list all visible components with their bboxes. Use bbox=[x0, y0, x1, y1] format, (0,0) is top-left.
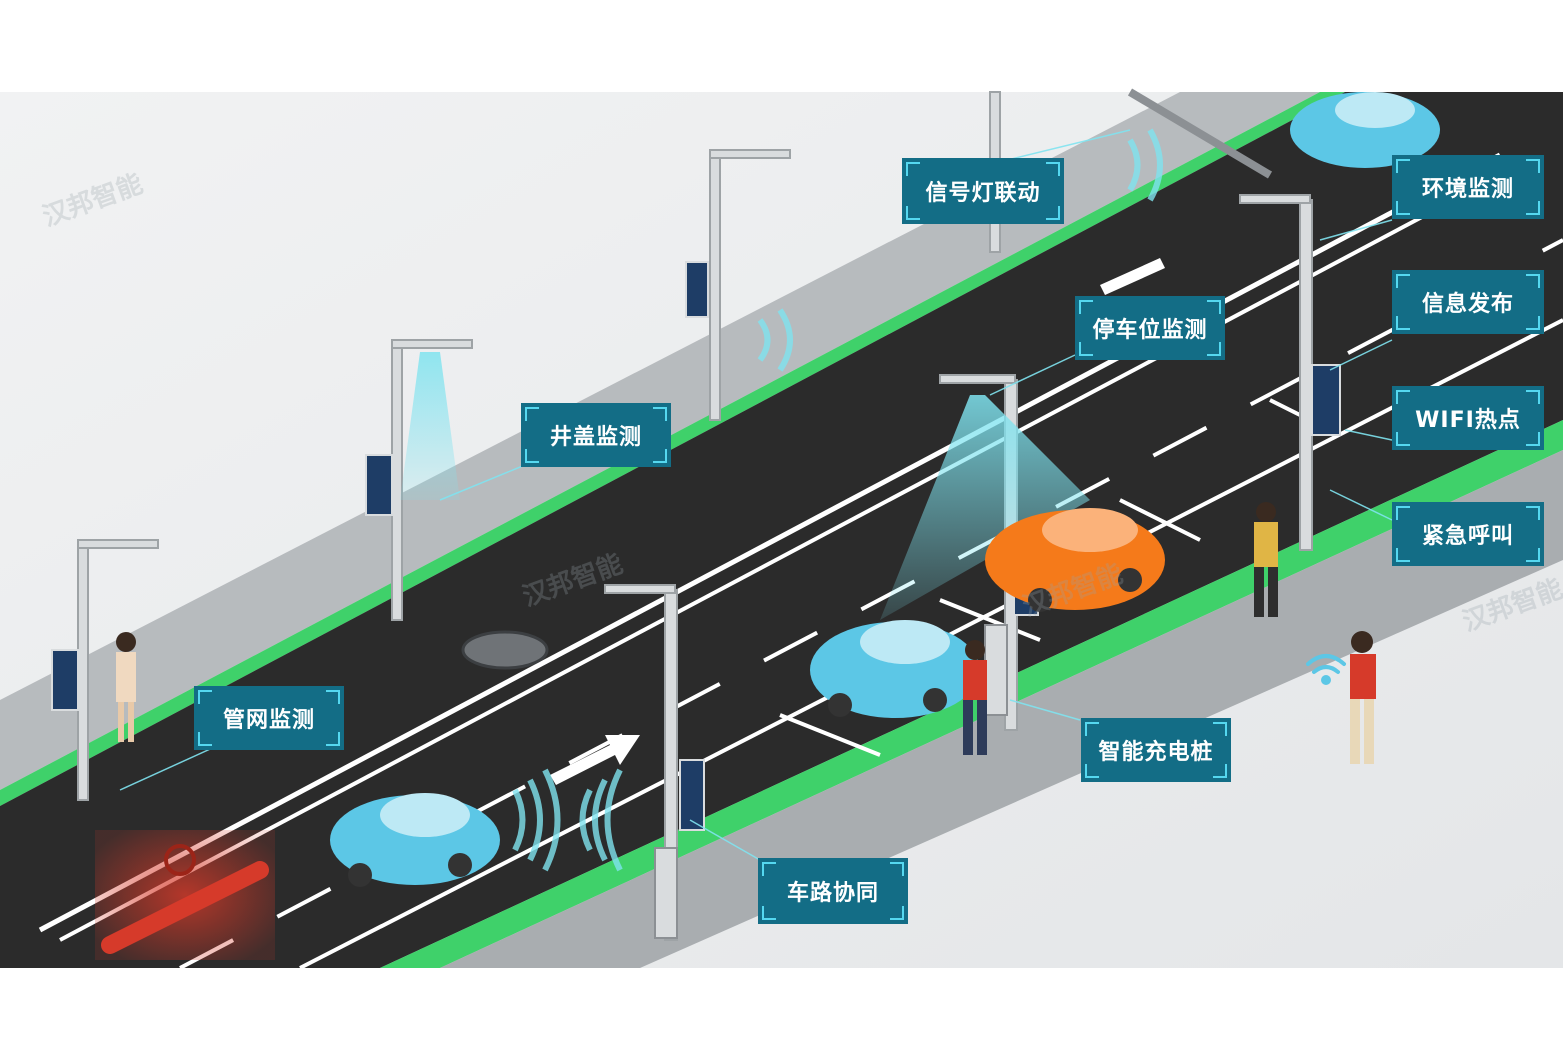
charging-pile bbox=[654, 847, 678, 939]
label-text: 停车位监测 bbox=[1092, 318, 1208, 343]
lane-line bbox=[38, 152, 1502, 933]
label-text: 井盖监测 bbox=[549, 425, 642, 450]
pedestrian bbox=[1254, 502, 1278, 617]
label-manhole-monitor: 井盖监测 bbox=[521, 403, 671, 467]
car-orange bbox=[985, 508, 1165, 612]
label-text: 管网监测 bbox=[222, 708, 315, 733]
sensor-beam bbox=[880, 395, 1090, 620]
pedestrian bbox=[116, 632, 136, 742]
manhole-cover bbox=[461, 630, 549, 670]
label-signal-light: 信号灯联动 bbox=[902, 158, 1064, 224]
pipe bbox=[101, 861, 269, 954]
label-text: 环境监测 bbox=[1421, 177, 1514, 202]
label-vehicle-road: 车路协同 bbox=[758, 858, 908, 924]
label-emergency-call: 紧急呼叫 bbox=[1392, 502, 1544, 566]
road-arrow bbox=[550, 735, 640, 785]
pipe-valve bbox=[164, 844, 196, 876]
label-pipe-monitor: 管网监测 bbox=[194, 686, 344, 750]
label-parking-monitor: 停车位监测 bbox=[1075, 296, 1225, 360]
label-env-monitor: 环境监测 bbox=[1392, 155, 1544, 219]
label-smart-charging: 智能充电桩 bbox=[1081, 718, 1231, 782]
signal-arm bbox=[1127, 88, 1273, 179]
label-text: 紧急呼叫 bbox=[1421, 524, 1514, 549]
label-text: 车路协同 bbox=[786, 881, 879, 906]
charging-pile bbox=[984, 624, 1008, 716]
wifi-icon bbox=[1306, 654, 1346, 685]
sensor-beam bbox=[400, 352, 460, 500]
car-blue-front bbox=[330, 793, 500, 887]
label-text: 信息发布 bbox=[1421, 292, 1514, 317]
label-wifi-hotspot: WIFI热点 bbox=[1392, 386, 1544, 450]
label-text: WIFI热点 bbox=[1415, 408, 1521, 433]
pedestrian bbox=[1350, 631, 1376, 764]
pedestrian bbox=[963, 640, 987, 755]
car-blue-far bbox=[1290, 92, 1440, 168]
road-arrow bbox=[1100, 258, 1165, 295]
signal-wave bbox=[512, 128, 1163, 872]
lane-line bbox=[59, 163, 1521, 942]
car-blue-charging bbox=[810, 620, 980, 718]
label-text: 信号灯联动 bbox=[925, 181, 1041, 206]
leader-lines bbox=[119, 129, 1393, 861]
label-info-publish: 信息发布 bbox=[1392, 270, 1544, 334]
label-text: 智能充电桩 bbox=[1098, 740, 1214, 765]
